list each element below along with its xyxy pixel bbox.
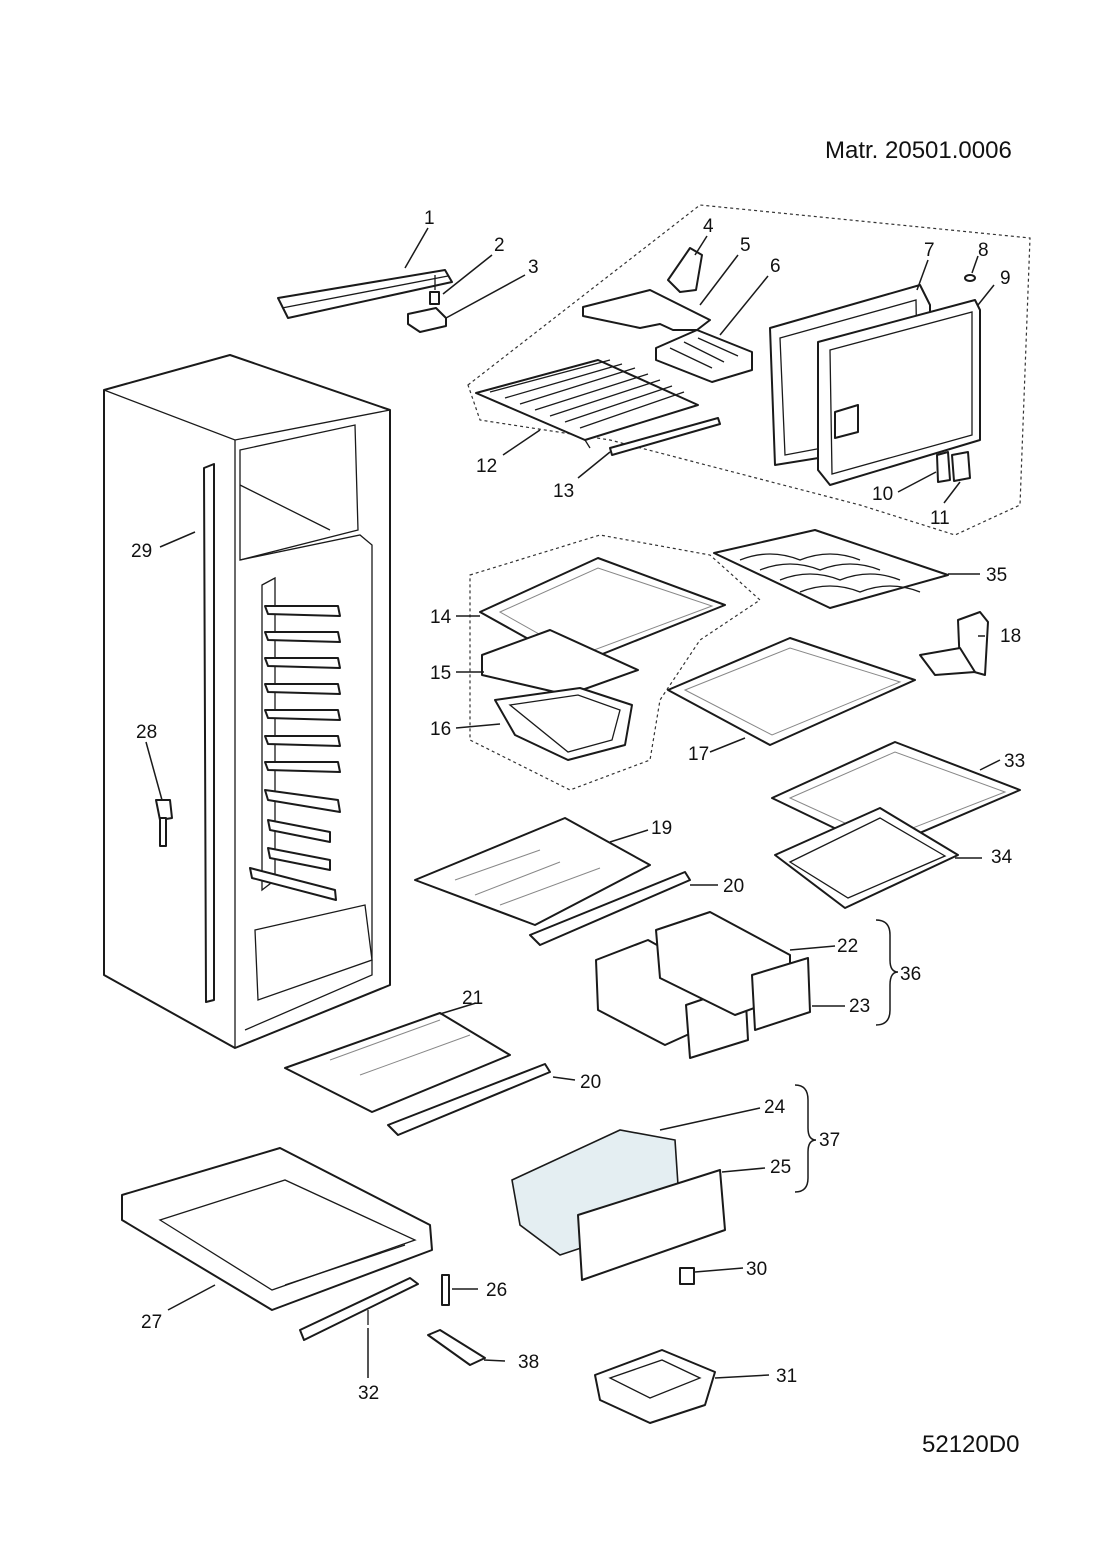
callout-30: 30	[746, 1259, 767, 1280]
callout-37: 37	[819, 1130, 840, 1151]
callout-14: 14	[430, 607, 452, 628]
crisper-drawer-right	[655, 911, 811, 1031]
callout-32: 32	[358, 1383, 379, 1404]
callout-23: 23	[849, 996, 870, 1017]
callout-18: 18	[1000, 626, 1021, 647]
brace-group-37	[794, 1084, 817, 1193]
drawing-code: 52120D0	[922, 1431, 1019, 1458]
freezer-plate	[582, 289, 711, 331]
callout-7: 7	[924, 240, 935, 261]
hinge-block	[407, 307, 447, 333]
callout-8: 8	[978, 240, 989, 261]
bottle-rack	[713, 529, 949, 609]
freezer-wire-shelf	[475, 359, 699, 449]
shelf-trim-a	[529, 871, 691, 946]
callout-34: 34	[991, 847, 1013, 868]
adjustable-foot-bar	[299, 1277, 419, 1341]
callout-24: 24	[764, 1097, 786, 1118]
callout-11: 11	[930, 508, 950, 529]
glass-shelf-bottom	[284, 1012, 511, 1113]
freezer-door-nut	[964, 274, 976, 282]
leveling-screw	[441, 1274, 450, 1306]
callout-10: 10	[872, 484, 893, 505]
callout-12: 12	[476, 456, 497, 477]
callout-3: 3	[528, 257, 539, 278]
ice-cube-tray	[655, 329, 753, 383]
wire-shelf-frame	[774, 807, 959, 909]
base-frame	[121, 1147, 433, 1311]
callout-2: 2	[494, 235, 505, 256]
callout-1: 1	[424, 208, 435, 229]
small-storage-tray	[594, 1349, 716, 1424]
freezer-group-outline	[467, 204, 1031, 536]
callout-labels: 1 2 3 4 5 6 7 8 9 10 11 12 13 14 15 16 1…	[131, 208, 1025, 1404]
shelf-group-outline	[469, 534, 761, 791]
callout-20-upper: 20	[723, 876, 744, 897]
callout-9: 9	[1000, 268, 1011, 289]
callout-25: 25	[770, 1157, 791, 1178]
brace-group-36	[875, 919, 899, 1026]
hinge-screw	[429, 275, 440, 305]
callout-29: 29	[131, 541, 152, 562]
fruit-tray	[494, 687, 633, 761]
leader-lines	[145, 227, 1001, 1379]
callout-20-lower: 20	[580, 1072, 601, 1093]
callout-17: 17	[688, 744, 709, 765]
shelf-support-bracket	[919, 611, 989, 676]
material-code: Matr. 20501.0006	[825, 137, 1012, 164]
bottom-hinge-plate	[427, 1329, 486, 1366]
freezer-latch-cover	[951, 451, 971, 482]
glass-shelf-middle	[667, 637, 916, 746]
top-hinge-bracket	[277, 269, 453, 319]
callout-35: 35	[986, 565, 1007, 586]
shelf-trim-b	[387, 1063, 551, 1136]
callout-13: 13	[553, 481, 574, 502]
callout-6: 6	[770, 256, 781, 277]
callout-28: 28	[136, 722, 157, 743]
inner-shelf-rails	[249, 576, 341, 901]
callout-38: 38	[518, 1352, 539, 1373]
freezer-latch	[936, 451, 951, 483]
freezer-shelf-strip	[609, 417, 721, 456]
callout-22: 22	[837, 936, 858, 957]
refrigerator-cabinet	[103, 354, 391, 1049]
callout-21: 21	[462, 988, 483, 1009]
callout-19: 19	[651, 818, 672, 839]
freezer-door	[817, 299, 981, 486]
callout-26: 26	[486, 1280, 507, 1301]
door-light-switch	[155, 799, 173, 847]
bin-clip	[679, 1267, 695, 1285]
freezer-cover-flap	[667, 247, 703, 293]
callout-33: 33	[1004, 751, 1025, 772]
callout-31: 31	[776, 1366, 797, 1387]
callout-5: 5	[740, 235, 751, 256]
callout-4: 4	[703, 216, 714, 237]
callout-16: 16	[430, 719, 451, 740]
callout-27: 27	[141, 1312, 162, 1333]
glass-shelf-lower	[414, 817, 651, 926]
callout-36: 36	[900, 964, 921, 985]
callout-15: 15	[430, 663, 451, 684]
vegetable-bin	[511, 1129, 726, 1281]
